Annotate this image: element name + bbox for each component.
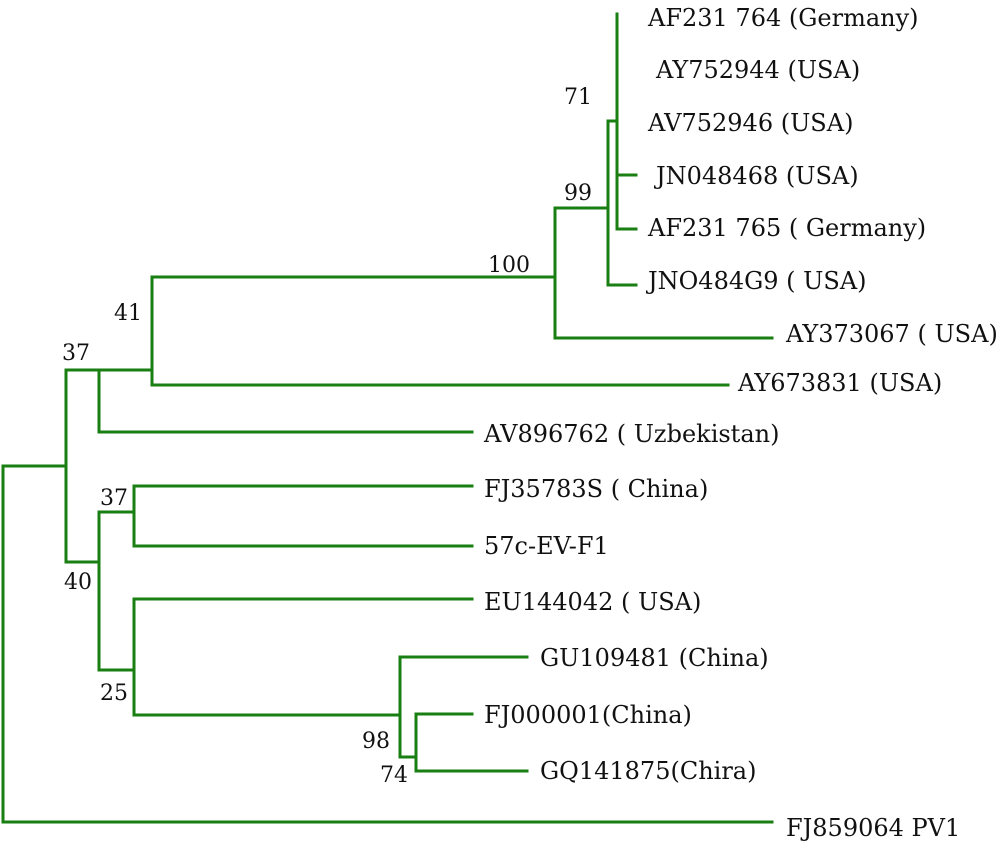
support-value: 100 bbox=[488, 253, 530, 278]
leaf-label: AF231 764 (Germany) bbox=[647, 4, 919, 32]
leaf-label: 57c-EV-F1 bbox=[484, 532, 609, 560]
support-value: 25 bbox=[100, 681, 128, 706]
support-value: 71 bbox=[564, 85, 592, 110]
support-value: 40 bbox=[64, 570, 92, 595]
leaf-label: AY752944 (USA) bbox=[655, 56, 860, 84]
leaf-label: AY373067 ( USA) bbox=[785, 320, 998, 348]
leaf-label: JNO484G9 ( USA) bbox=[645, 267, 867, 295]
support-value: 74 bbox=[380, 763, 408, 788]
support-values: 71 99 100 41 37 37 40 25 98 74 bbox=[62, 85, 592, 788]
leaf-label: FJ000001(China) bbox=[484, 701, 692, 729]
support-value: 37 bbox=[100, 486, 128, 511]
leaf-label: JN048468 (USA) bbox=[653, 162, 859, 190]
leaf-label: FJ859064 PV1 bbox=[786, 814, 960, 842]
leaf-label: AF231 765 ( Germany) bbox=[647, 214, 926, 242]
leaf-labels: AF231 764 (Germany) AY752944 (USA) AV752… bbox=[483, 4, 998, 842]
leaf-label: AV752946 (USA) bbox=[647, 109, 853, 137]
leaf-label: GQ141875(Chira) bbox=[540, 757, 756, 785]
support-value: 41 bbox=[114, 301, 142, 326]
leaf-label: GU109481 (China) bbox=[540, 644, 769, 672]
leaf-label: FJ35783S ( China) bbox=[484, 475, 708, 503]
leaf-label: AV896762 ( Uzbekistan) bbox=[483, 420, 779, 448]
leaf-label: EU144042 ( USA) bbox=[484, 588, 701, 616]
leaf-label: AY673831 (USA) bbox=[737, 369, 942, 397]
tree-branches bbox=[1, 12, 774, 824]
support-value: 98 bbox=[362, 729, 390, 754]
support-value: 99 bbox=[564, 181, 592, 206]
support-value: 37 bbox=[62, 341, 90, 366]
